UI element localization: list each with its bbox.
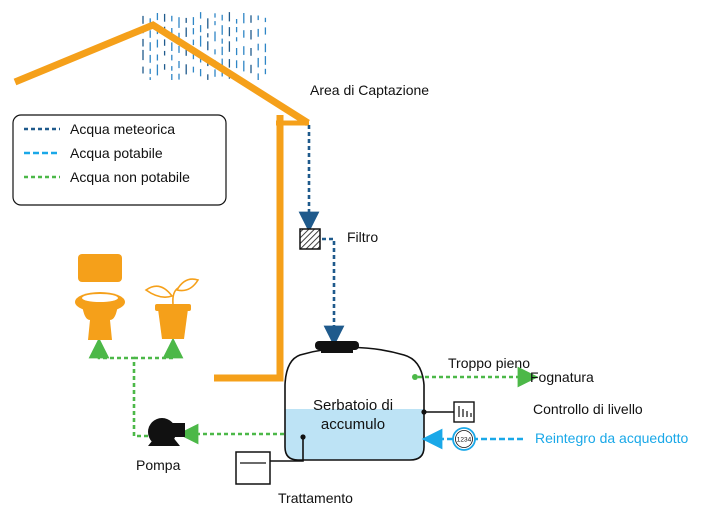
tank-label-line1: Serbatoio di: [313, 397, 393, 414]
overflow-label: Troppo pieno: [448, 355, 530, 371]
rain-drops-icon: [142, 12, 267, 80]
rainwater-pipe: [298, 125, 345, 347]
storage-tank: Serbatoio di accumulo: [284, 341, 425, 461]
overflow-pipe: [412, 366, 539, 388]
legend-label-rain: Acqua meteorica: [70, 121, 175, 137]
distribution-pipe: [88, 337, 184, 438]
treatment-unit-icon: [235, 434, 306, 485]
pump-icon: [148, 418, 185, 446]
legend-item-rain: Acqua meteorica: [24, 121, 175, 137]
water-meter-icon: 1234: [452, 427, 476, 451]
mains-refill-label: Reintegro da acquedotto: [535, 430, 689, 446]
legend-item-non-potable: Acqua non potabile: [24, 169, 190, 185]
pump-label: Pompa: [136, 457, 181, 473]
legend-item-potable: Acqua potabile: [24, 145, 163, 161]
sewer-label: Fognatura: [530, 369, 594, 385]
tank-label-line2: accumulo: [321, 416, 385, 433]
plant-pot-icon: [144, 278, 200, 339]
catchment-area-label: Area di Captazione: [310, 82, 429, 98]
legend-label-potable: Acqua potabile: [70, 145, 163, 161]
meter-digits: 1234: [457, 437, 472, 444]
legend: Acqua meteorica Acqua potabile Acqua non…: [12, 114, 227, 206]
level-control-label: Controllo di livello: [533, 401, 643, 417]
treatment-label: Trattamento: [278, 490, 353, 506]
tank-lid: [315, 341, 359, 350]
legend-label-non-potable: Acqua non potabile: [70, 169, 190, 185]
filter-label: Filtro: [347, 229, 378, 245]
toilet-icon: [75, 254, 125, 340]
level-gauge-icon: [421, 401, 475, 423]
filter-icon: [299, 228, 321, 250]
house-outline: [13, 21, 310, 382]
tank-water-level: [285, 409, 424, 460]
